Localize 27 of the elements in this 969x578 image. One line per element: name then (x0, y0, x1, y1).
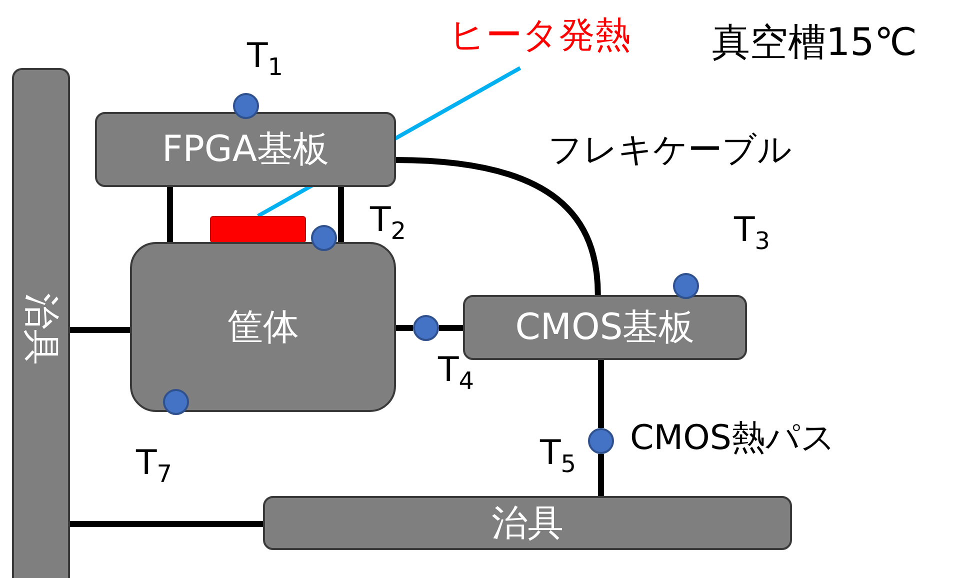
sensor-dot (673, 273, 699, 299)
sensor-dot (311, 225, 337, 251)
sensor-label: T$_{3}$ (734, 212, 770, 254)
heater-label: ヒータ発熱 (430, 10, 650, 60)
connector-line (598, 454, 604, 496)
housing-box: 筐体 (130, 242, 396, 412)
board-box: FPGA基板 (95, 112, 396, 187)
board-box: CMOS基板 (463, 295, 747, 360)
sensor-label: T$_{1}$ (247, 38, 284, 80)
connector-line (338, 187, 344, 242)
sensor-label: T$_{7}$ (136, 445, 172, 488)
board-box: 治具 (263, 496, 792, 550)
connector-line (167, 187, 173, 242)
sensor-dot (588, 428, 614, 454)
jig-bar: 治具 (12, 68, 70, 578)
sensor-dot (233, 93, 259, 119)
connector-line (396, 325, 413, 331)
chamber-label: 真空槽15℃ (712, 22, 918, 64)
flex-cable (396, 157, 601, 296)
heater-block (210, 216, 306, 243)
connector-line (70, 521, 263, 527)
sensor-dot (413, 315, 439, 341)
connector-line (439, 325, 463, 331)
sensor-label: T$_{5}$ (540, 435, 576, 478)
connector-line (70, 327, 130, 333)
connector-line (598, 360, 604, 428)
sensor-label: T$_{2}$ (370, 202, 406, 244)
